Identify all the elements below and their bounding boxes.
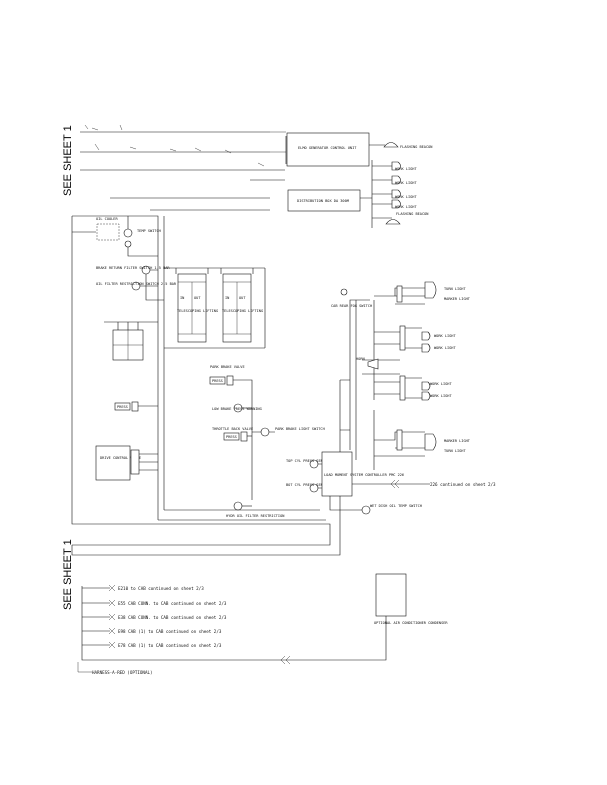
telescoping-lifting-label: TELESCOPING LIFTING <box>177 309 218 313</box>
marker-light-label: MARKER LIGHT <box>444 439 471 443</box>
cab-rear-fog-switch-label: CAB REAR FOG SWITCH <box>331 304 372 308</box>
generator-control-unit: ELMO GENERATOR CONTROL UNIT <box>286 132 370 167</box>
load-moment-controller-label: LOAD MOMENT SYSTEM CONTROLLER PMC 226 <box>324 473 404 477</box>
work-light-label: WORK LIGHT <box>395 167 417 171</box>
telescoping-lifting-valves: IN OUT IN OUT TELESCOPING LIFTING TELESC… <box>164 267 266 349</box>
press-label: PRESS <box>212 379 223 383</box>
rear-lamp-cluster-top: TURN LIGHT MARKER LIGHT <box>374 281 471 305</box>
filter-switches: BRAKE RETURN FILTER SWITCH 1.5 BAR OIL F… <box>96 265 177 301</box>
continuation-label: E38 CAB CONN. to CAB continued on sheet … <box>118 615 227 620</box>
work-light-pair-top: WORK LIGHT WORK LIGHT <box>374 325 456 353</box>
continuation-label: E55 CAB CONN. to CAB continued on sheet … <box>118 601 227 606</box>
air-conditioner-label: OPTIONAL AIR CONDITIONER CONDENSER <box>374 621 448 625</box>
work-light-label: WORK LIGHT <box>434 334 456 338</box>
telescoping-lifting-label: TELESCOPING LIFTING <box>222 309 263 313</box>
work-light-label: WORK LIGHT <box>395 195 417 199</box>
beacon-lamp-stack: FLASHING BEACON WORK LIGHT WORK LIGHT WO… <box>383 142 432 225</box>
continuation-label: E210 to CAB continued on sheet 2/3 <box>118 586 204 591</box>
oil-cooler-label: OIL COOLER <box>96 217 118 221</box>
marker-light-label: MARKER LIGHT <box>444 297 471 301</box>
flashing-beacon-bottom-label: FLASHING BEACON <box>396 212 428 216</box>
temp-switch-label: TEMP SWITCH <box>137 229 161 233</box>
oil-filter-restriction-label: OIL FILTER RESTRICTION SWITCH 2.5 BAR <box>96 282 177 286</box>
park-brake-valve-label: PARK BRAKE VALVE <box>210 365 245 369</box>
in-label: IN <box>180 296 184 300</box>
rear-lamp-cluster-bottom: MARKER LIGHT TURN LIGHT <box>374 429 471 457</box>
harness-label: HARNESS-A-RED (OPTIONAL) <box>92 670 153 675</box>
see-sheet-1-top-label: SEE SHEET 1 <box>62 125 74 196</box>
wet-dish-switch-label: WET DISH OIL TEMP SWITCH <box>370 504 422 508</box>
press-switch: PRESS <box>114 401 158 412</box>
load-moment-controller: LOAD MOMENT SYSTEM CONTROLLER PMC 226 22… <box>318 451 496 497</box>
throttle-back-valve: THROTTLE BACK VALVE PRESS <box>212 427 253 442</box>
top-wire-bundle <box>80 124 287 211</box>
horn-label: HORN <box>356 357 365 361</box>
press-label: PRESS <box>226 435 237 439</box>
horn: HORN <box>356 357 379 370</box>
drive-control-valve: DRIVE CONTROL VALVE <box>95 445 158 481</box>
turn-light-label: TURN LIGHT <box>444 287 466 291</box>
air-conditioner-condenser: OPTIONAL AIR CONDITIONER CONDENSER <box>374 573 448 625</box>
continuation-label: E78 CAB (1) to CAB continued on sheet 2/… <box>118 643 222 648</box>
turn-light-label: TURN LIGHT <box>444 449 466 453</box>
throttle-back-valve-label: THROTTLE BACK VALVE <box>212 427 253 431</box>
work-light-label: WORK LIGHT <box>430 382 452 386</box>
work-light-label: WORK LIGHT <box>395 205 417 209</box>
see-sheet-1-bottom-label: SEE SHEET 1 <box>62 539 74 610</box>
low-brake-press-warning-label: LOW BRAKE PRESS WARNING <box>212 407 262 411</box>
in-label: IN <box>225 296 229 300</box>
low-brake-press-switch: LOW BRAKE PRESS WARNING <box>212 403 262 413</box>
out-label: OUT <box>194 296 201 300</box>
park-brake-light-switch: PARK BRAKE LIGHT SWITCH <box>252 427 325 437</box>
generator-control-unit-label: ELMO GENERATOR CONTROL UNIT <box>298 146 357 150</box>
wet-dish-switch: WET DISH OIL TEMP SWITCH <box>329 496 422 515</box>
cab-rear-fog-switch: CAB REAR FOG SWITCH <box>331 288 372 308</box>
work-light-label: WORK LIGHT <box>430 394 452 398</box>
top-cyl-press-sensor-label: TOP CYL PRESS SENSOR <box>286 459 330 463</box>
oil-cooler: OIL COOLER TEMP SWITCH <box>96 216 161 257</box>
solenoid-valve-box <box>104 321 158 361</box>
press-label: PRESS <box>117 405 128 409</box>
distribution-box-label: DISTRIBUTION BOX DA 300M <box>297 199 350 203</box>
work-light-pair-bottom: WORK LIGHT WORK LIGHT <box>374 375 452 401</box>
work-light-label: WORK LIGHT <box>434 346 456 350</box>
bottom-continuations: E210 to CAB continued on sheet 2/3 E55 C… <box>77 584 387 675</box>
lmi-continuation-label: 226 continued on sheet 2/3 <box>430 482 496 487</box>
cylinder-pressure-sensors: TOP CYL PRESS SENSOR BOT CYL PRESS SENSO… <box>286 459 330 493</box>
bot-cyl-press-sensor-label: BOT CYL PRESS SENSOR <box>286 483 330 487</box>
hydr-oil-filter-switch: HYDR OIL FILTER RESTRICTION <box>226 501 284 518</box>
hydr-oil-filter-restriction-label: HYDR OIL FILTER RESTRICTION <box>226 514 284 518</box>
flashing-beacon-top-label: FLASHING BEACON <box>400 145 432 149</box>
park-brake-light-switch-label: PARK BRAKE LIGHT SWITCH <box>275 427 325 431</box>
drive-control-valve-label: DRIVE CONTROL VALVE <box>100 456 141 460</box>
continuation-label: E98 CAB (1) to CAB continued on sheet 2/… <box>118 629 222 634</box>
distribution-box: DISTRIBUTION BOX DA 300M <box>287 189 361 212</box>
park-brake-valve: PARK BRAKE VALVE PRESS <box>209 365 253 500</box>
out-label: OUT <box>239 296 246 300</box>
work-light-label: WORK LIGHT <box>395 181 417 185</box>
brake-return-filter-label: BRAKE RETURN FILTER SWITCH 1.5 BAR <box>96 266 170 270</box>
